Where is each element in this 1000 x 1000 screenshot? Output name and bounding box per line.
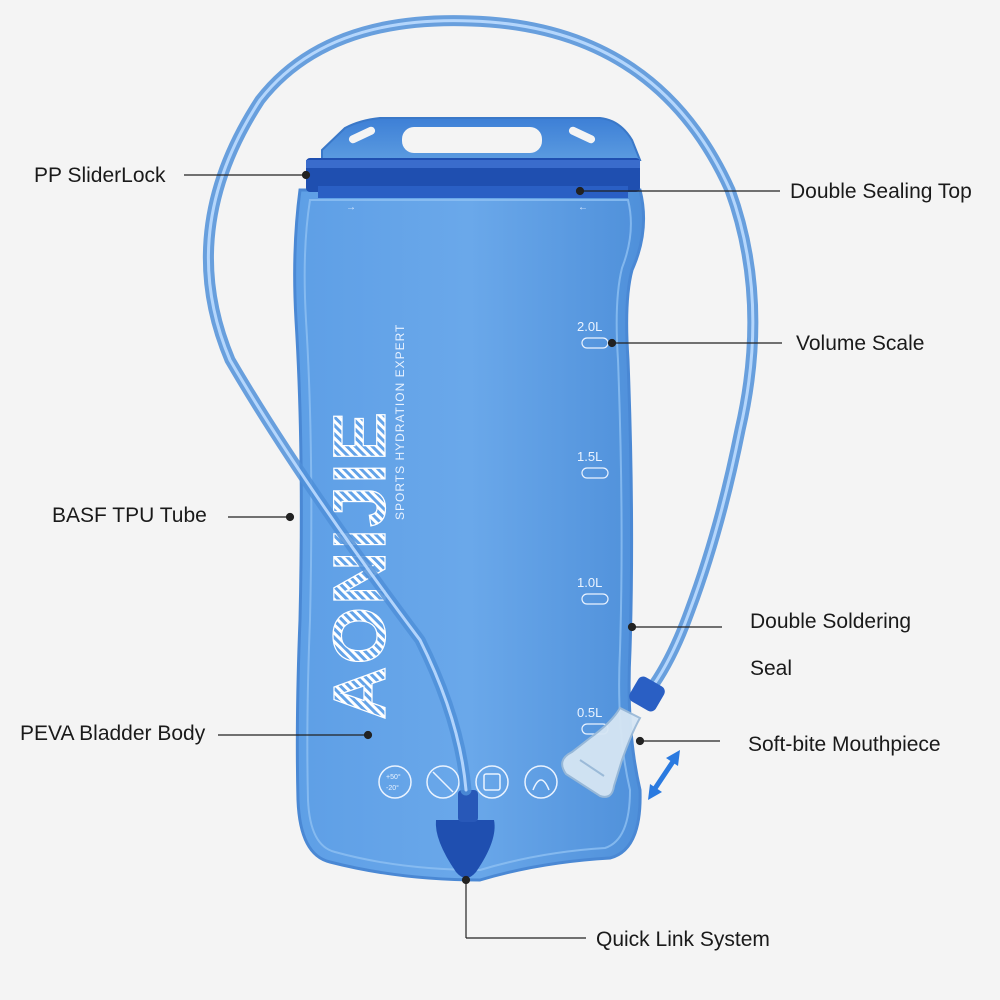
leader-lines xyxy=(184,170,782,939)
feature-icons: +50° -20° xyxy=(378,765,558,799)
volume-mark-2L: 2.0L xyxy=(577,319,602,334)
label-soft-bite-mouthpiece: Soft-bite Mouthpiece xyxy=(748,733,941,756)
label-double-soldering-line2: Seal xyxy=(750,657,793,680)
bladder-body xyxy=(293,188,646,882)
bpa-free-icon xyxy=(426,765,460,799)
svg-text:←: ← xyxy=(578,202,588,213)
quick-link-connector xyxy=(435,790,495,878)
label-pp-sliderlock: PP SliderLock xyxy=(34,164,166,187)
svg-text:→: → xyxy=(346,202,356,213)
svg-text:-20°: -20° xyxy=(386,784,399,792)
brand-tagline: SPORTS HYDRATION EXPERT xyxy=(393,324,407,520)
hanger-slot-left xyxy=(348,126,376,144)
label-double-soldering-line1: Double Soldering xyxy=(750,610,912,633)
temperature-icon xyxy=(378,765,412,799)
label-basf-tpu-tube: BASF TPU Tube xyxy=(52,504,207,527)
svg-text:+50°: +50° xyxy=(386,773,401,781)
volume-mark-1L: 1.0L xyxy=(577,575,602,590)
hanger-slot-right xyxy=(568,126,596,144)
label-peva-bladder-body: PEVA Bladder Body xyxy=(20,722,206,745)
label-double-sealing-top: Double Sealing Top xyxy=(790,180,972,203)
label-quick-link-system: Quick Link System xyxy=(596,928,770,951)
soldering-seal-edge xyxy=(303,199,632,872)
volume-mark-1_5L: 1.5L xyxy=(577,449,602,464)
dishwasher-icon xyxy=(475,765,509,799)
bite-valve-arrow-icon xyxy=(648,750,680,800)
mouthpiece xyxy=(561,676,665,798)
volume-mark-0_5L: 0.5L xyxy=(577,705,602,720)
leakproof-icon xyxy=(524,765,558,799)
label-volume-scale: Volume Scale xyxy=(796,332,925,355)
hanger-hole xyxy=(402,127,542,153)
brand-tagline-group: SPORTS HYDRATION EXPERT xyxy=(393,324,407,520)
